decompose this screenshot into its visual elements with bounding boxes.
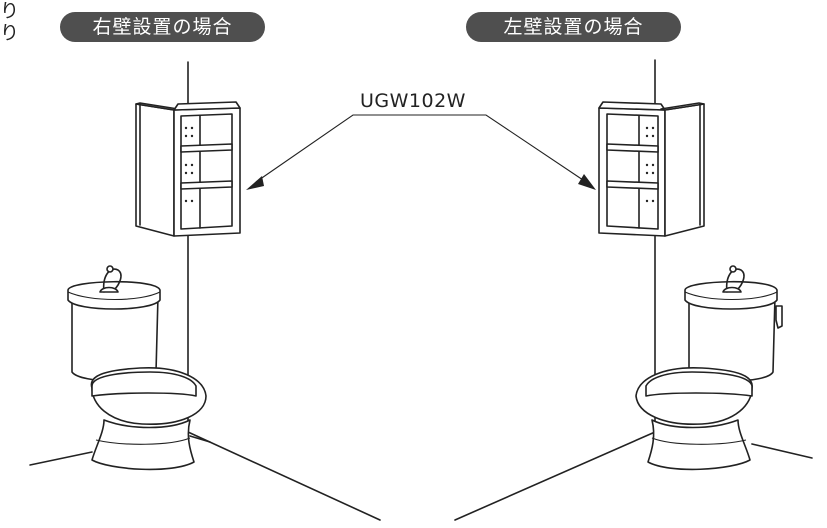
cabinet-right-wall <box>135 101 241 237</box>
left-wall-label: 左壁設置の場合 <box>466 12 681 42</box>
cropped-side-text: り、 り <box>0 0 18 44</box>
cabinet-left-wall <box>598 101 705 237</box>
right-wall-label: 右壁設置の場合 <box>60 12 265 42</box>
toilet-right-wall <box>67 265 207 471</box>
leader-lines <box>246 114 596 190</box>
model-callout: UGW102W <box>360 90 466 112</box>
toilet-left-wall <box>635 265 783 471</box>
